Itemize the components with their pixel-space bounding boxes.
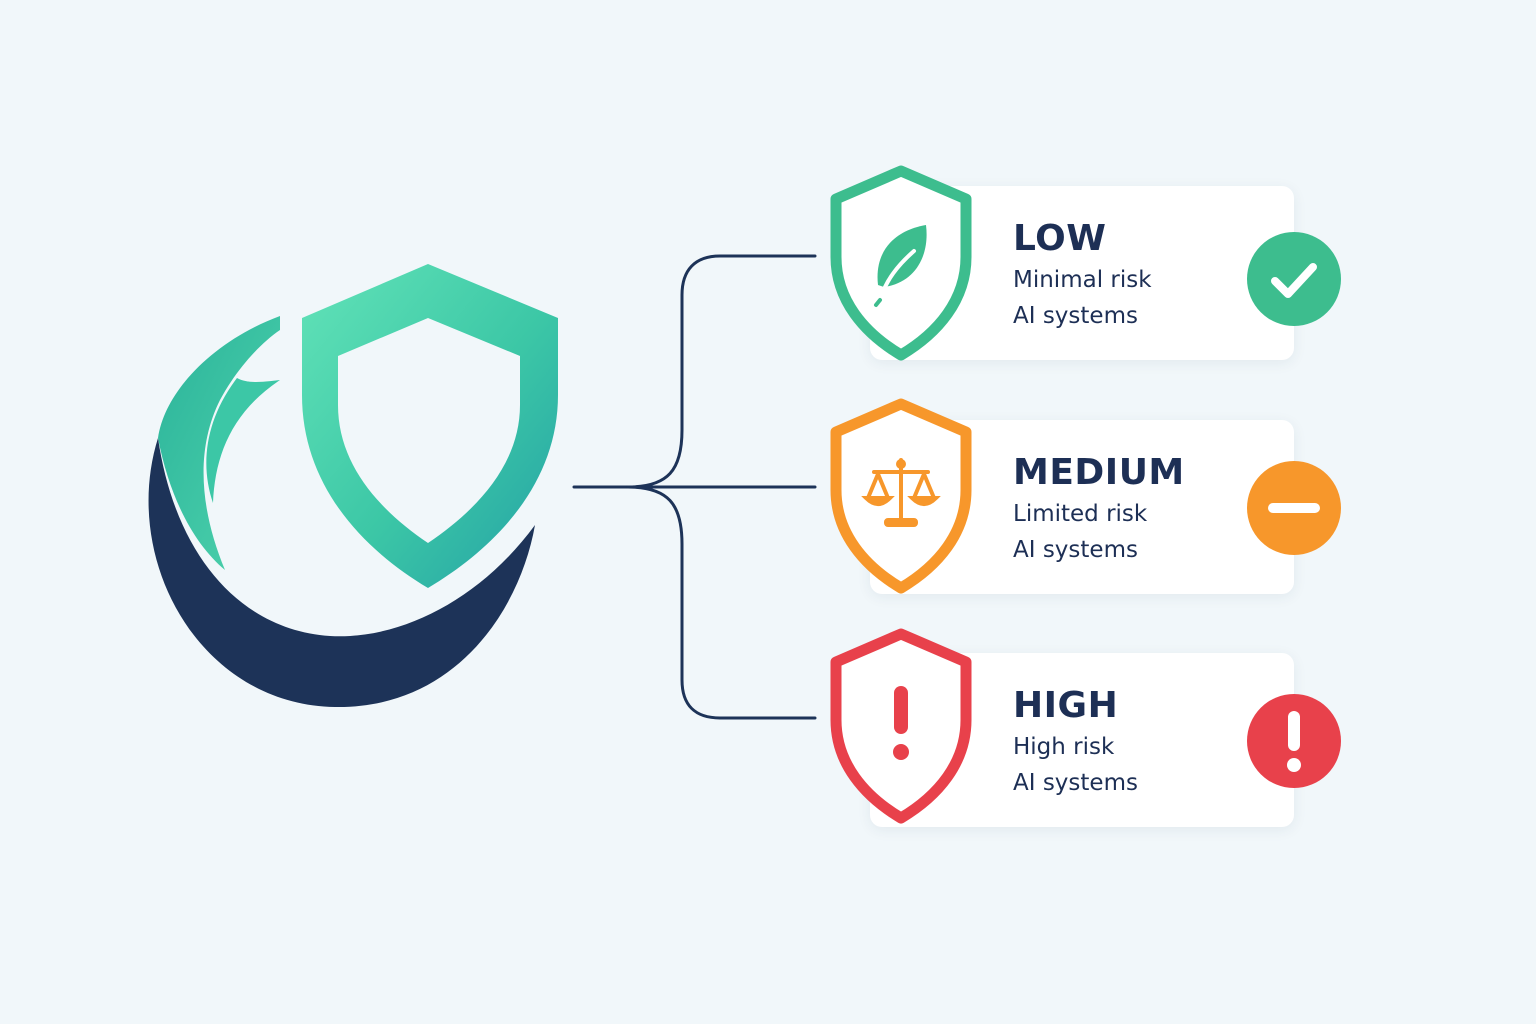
shield-medium-icon [830,398,972,594]
leaf-icon [874,225,927,307]
logo-shield [302,264,558,588]
minus-icon [1247,461,1341,555]
shield-high-icon [830,628,972,824]
navy-crescent [148,438,535,708]
risk-description: AI systems [1013,303,1138,329]
exclamation-icon [1247,694,1341,788]
risk-level-label: HIGH [1013,685,1119,726]
scales-icon [861,458,941,527]
risk-description: Minimal risk [1013,267,1152,293]
checkmark-icon [1247,232,1341,326]
risk-description: AI systems [1013,770,1138,796]
teal-arc [158,316,280,570]
risk-level-label: MEDIUM [1013,452,1185,493]
shield-crescent-logo [148,264,558,708]
exclamation-icon [893,686,909,760]
leaf-swoosh [206,378,280,503]
risk-description: AI systems [1013,537,1138,563]
risk-description: Limited risk [1013,501,1148,527]
risk-level-label: LOW [1013,218,1107,259]
shield-low-icon [830,165,972,361]
risk-description: High risk [1013,734,1115,760]
